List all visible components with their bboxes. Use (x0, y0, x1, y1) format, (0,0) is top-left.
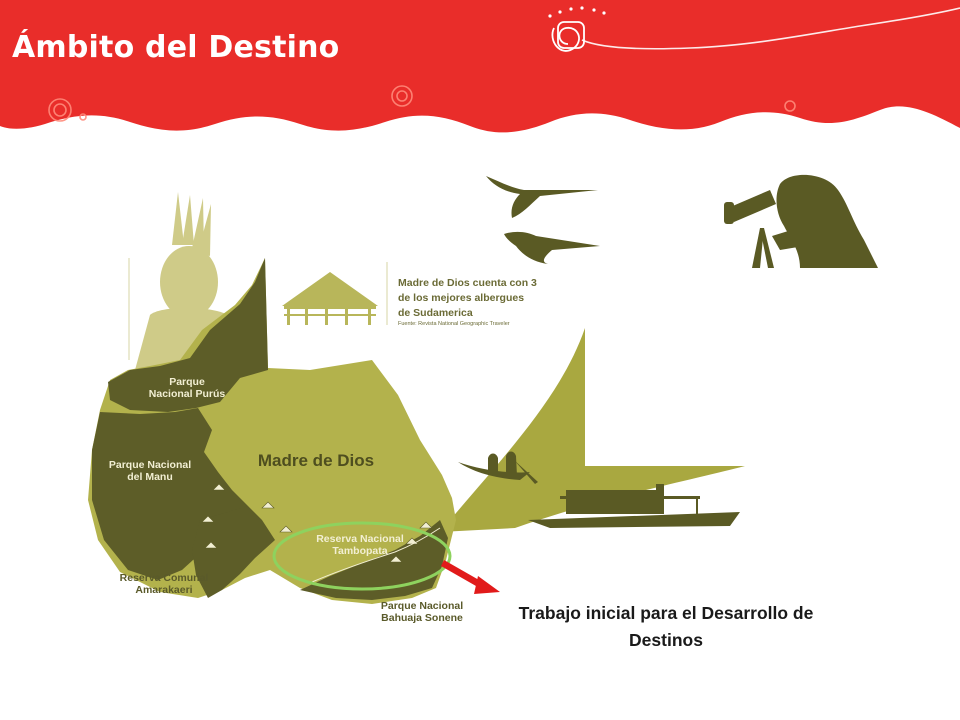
banner-shape (0, 0, 960, 133)
label-amarakaeri: Reserva Comunal Amarakaeri (119, 572, 209, 597)
bahuaja-park-shape (300, 520, 448, 600)
amarakaeri-shape (192, 506, 275, 598)
tourist-boat-icon (528, 484, 740, 528)
river-line (311, 527, 441, 583)
banner-circle-icons (48, 85, 796, 122)
lodges-info-text: Madre de Dios cuenta con 3 de los mejore… (398, 277, 537, 320)
label-madre-de-dios: Madre de Dios (257, 451, 375, 470)
macaw-icons (486, 176, 600, 264)
lodge-marker-icons (201, 483, 433, 563)
header-banner (0, 0, 960, 133)
tambopata-highlight (272, 521, 452, 591)
tourism-cone (440, 328, 745, 532)
canoe-icon (458, 451, 538, 484)
banner-spiral-icon (551, 21, 585, 52)
label-bahuaja: Parque Nacional Bahuaja Sonene (380, 600, 464, 625)
label-manu: Parque Nacional del Manu (108, 459, 192, 484)
banner-dots-icon (548, 6, 606, 18)
banner-swirl-line (581, 7, 960, 50)
label-purus: Parque Nacional Purús (148, 376, 226, 401)
purus-park-shape (108, 258, 268, 412)
label-tambopata: Reserva Nacional Tambopata (316, 533, 404, 558)
arrow-icon (441, 560, 500, 594)
lodge-icon (282, 272, 378, 325)
birdwatcher-icon (724, 174, 878, 268)
caption-text: Trabajo inicial para el Desarrollo de De… (518, 603, 814, 651)
slide-title: Ámbito del Destino (12, 30, 340, 65)
lodges-info-source: Fuente: Revista National Geographic Trav… (398, 321, 510, 327)
